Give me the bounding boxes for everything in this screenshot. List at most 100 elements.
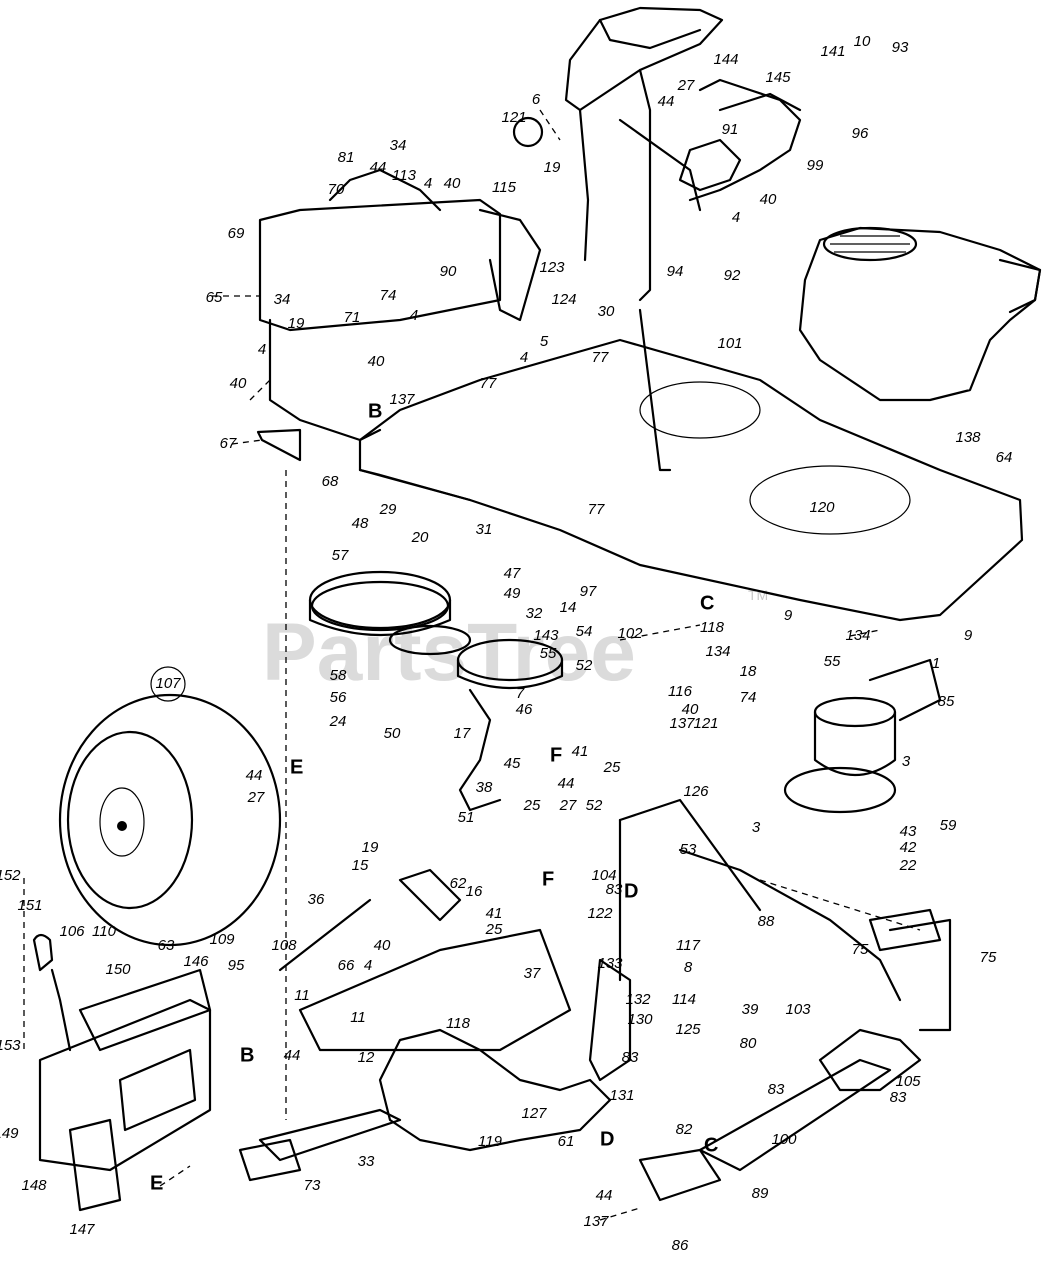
part-callout: 40: [374, 937, 391, 954]
part-callout: 20: [411, 529, 429, 546]
part-callout: 12: [358, 1049, 375, 1066]
part-callout: 48: [352, 515, 369, 532]
part-callout: 70: [328, 181, 345, 198]
part-callout: 145: [765, 69, 791, 86]
part-callout: 45: [504, 755, 521, 772]
part-callout: 25: [523, 797, 541, 814]
main-frame: [358, 308, 1024, 622]
part-callout: 11: [294, 987, 310, 1004]
reference-letter: C: [704, 1134, 718, 1156]
part-callout: 94: [667, 263, 684, 280]
part-callout: 49: [504, 585, 521, 602]
seat-upper: [564, 6, 724, 302]
part-callout: 133: [597, 955, 623, 972]
part-callout: 41: [572, 743, 589, 760]
part-callout: 34: [390, 137, 407, 154]
part-callout: 9: [784, 607, 793, 624]
circled-part-callout: 107: [155, 675, 181, 692]
part-callout: 118: [446, 1015, 471, 1032]
part-callout: 52: [576, 657, 593, 674]
part-callout: 38: [476, 779, 493, 796]
part-callout: 150: [105, 961, 131, 978]
part-callout: 61: [558, 1133, 575, 1150]
part-callout: 6: [532, 91, 541, 108]
part-callout: 56: [330, 689, 347, 706]
part-callout: 4: [520, 349, 528, 366]
part-callout: 36: [308, 891, 325, 908]
part-callout: 39: [742, 1001, 759, 1018]
part-callout: 51: [458, 809, 475, 826]
part-callout: 4: [732, 209, 740, 226]
part-callout: 32: [526, 605, 543, 622]
part-callout: 40: [444, 175, 461, 192]
part-callout: 46: [516, 701, 533, 718]
part-callout: 54: [576, 623, 593, 640]
part-callout: 90: [440, 263, 457, 280]
part-callout: 19: [288, 315, 305, 332]
part-callout: 64: [996, 449, 1013, 466]
part-callout: 16: [466, 883, 483, 900]
reference-letter: D: [600, 1128, 614, 1150]
part-callout: 153: [0, 1037, 21, 1054]
part-callout: 82: [676, 1121, 693, 1138]
callout-circle: [150, 666, 186, 702]
part-callout: 74: [380, 287, 397, 304]
part-callout: 24: [329, 713, 347, 730]
engine: [798, 226, 1042, 402]
part-callout: 14: [560, 599, 577, 616]
part-callout: 53: [680, 841, 697, 858]
part-callout: 42: [900, 839, 917, 856]
part-callout: 47: [504, 565, 521, 582]
part-callout: 141: [820, 43, 845, 60]
part-callout: 147: [69, 1221, 95, 1238]
part-callout: 104: [591, 867, 616, 884]
part-callout: 85: [938, 693, 955, 710]
part-callout: 5: [540, 333, 549, 350]
part-callout: 115: [492, 179, 517, 196]
part-callout: 121: [501, 109, 526, 126]
part-callout: 97: [580, 583, 597, 600]
part-callout: 27: [247, 789, 265, 806]
reference-letter: D: [624, 880, 638, 902]
rear-wheel: [58, 693, 282, 947]
part-callout: 89: [752, 1185, 769, 1202]
part-callout: 8: [684, 959, 693, 976]
part-callout: 44: [596, 1187, 613, 1204]
part-callout: 137: [669, 715, 695, 732]
linkage-rods: [588, 798, 952, 1202]
part-callout: 81: [338, 149, 355, 166]
part-callout: 40: [682, 701, 699, 718]
part-callout: 103: [785, 1001, 811, 1018]
part-callout: 83: [768, 1081, 785, 1098]
part-callout: 67: [220, 435, 237, 452]
part-callout: 4: [364, 957, 372, 974]
part-callout: 138: [955, 429, 981, 446]
circled-callout-labels: 107: [155, 675, 181, 692]
part-callout: 10: [854, 33, 871, 50]
part-callout: 77: [592, 349, 609, 366]
part-callout: 88: [758, 913, 775, 930]
part-callout: 37: [524, 965, 541, 982]
part-callout: 3: [752, 819, 761, 836]
part-callout: 117: [676, 937, 701, 954]
reference-letter: E: [290, 756, 303, 778]
part-callout: 57: [332, 547, 349, 564]
part-callout: 99: [807, 157, 824, 174]
part-callout: 4: [424, 175, 432, 192]
part-callout: 25: [485, 921, 503, 938]
part-callout: 124: [551, 291, 576, 308]
part-callout: 108: [271, 937, 297, 954]
reference-letter: E: [150, 1172, 163, 1194]
part-callout: 152: [0, 867, 21, 884]
part-callout: 7: [516, 685, 525, 702]
assembly-lines: [23, 109, 921, 1221]
part-callout: 96: [852, 125, 869, 142]
part-callout: 27: [559, 797, 577, 814]
part-callout: 132: [625, 991, 651, 1008]
part-callout: 58: [330, 667, 347, 684]
part-callout: 149: [0, 1125, 19, 1142]
part-callout: 34: [274, 291, 291, 308]
reference-letter: B: [368, 400, 382, 422]
